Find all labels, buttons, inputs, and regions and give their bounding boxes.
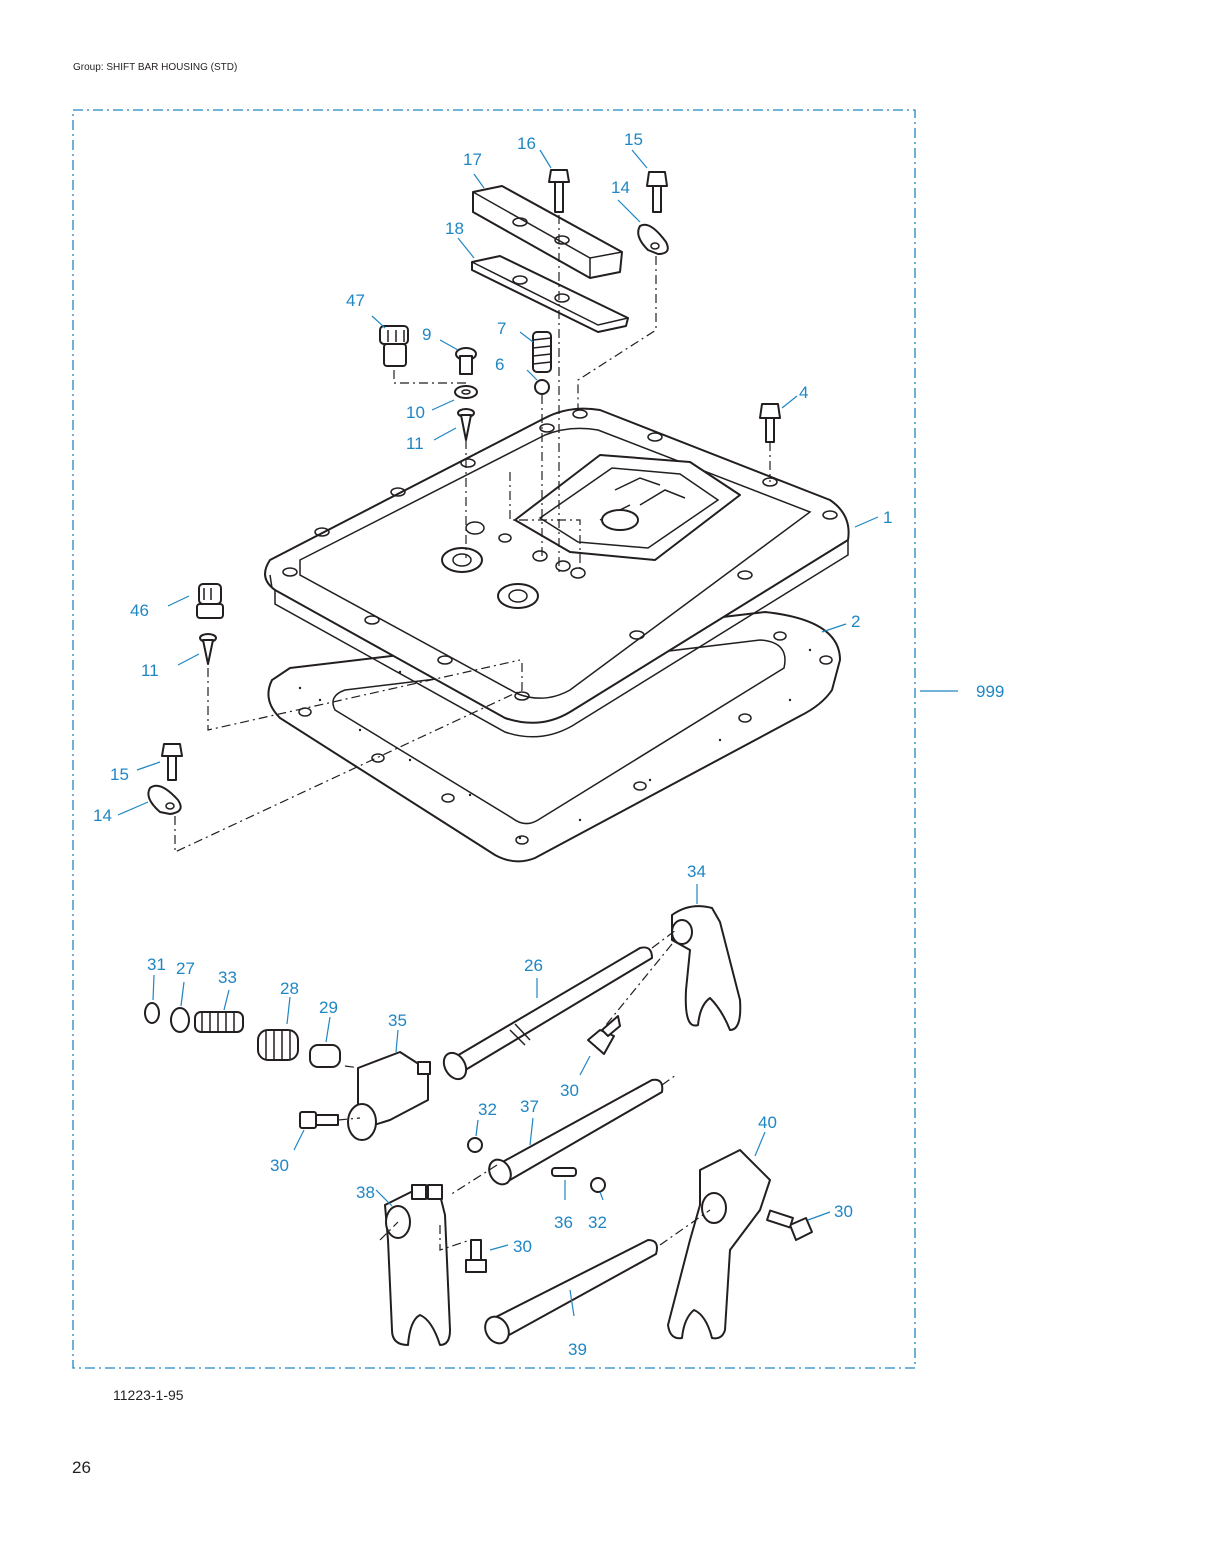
- rail-37-part: [488, 1078, 664, 1186]
- plunger-29-part: [309, 1044, 341, 1068]
- callout-15-top: 15: [624, 130, 643, 149]
- callout-11-top: 11: [406, 434, 424, 453]
- callout-30-upper: 30: [560, 1081, 579, 1100]
- callout-1: 1: [883, 508, 892, 527]
- group-title: Group: SHIFT BAR HOUSING (STD): [73, 62, 238, 73]
- shift-bar-housing-part: [264, 407, 850, 738]
- gasket-part: [267, 610, 842, 863]
- figure-id: 11223-1-95: [113, 1387, 184, 1403]
- bolt-4-part: [759, 403, 781, 443]
- callout-9: 9: [422, 325, 431, 344]
- bolt-15-top-part: [646, 171, 668, 213]
- callout-7: 7: [497, 319, 506, 338]
- page-number: 26: [72, 1458, 91, 1477]
- callout-10: 10: [406, 403, 425, 422]
- assembly-lines-lower: [337, 929, 711, 1251]
- callout-46: 46: [130, 601, 149, 620]
- callout-labels: 1 2 4 6 7 9 10 11 11 14 14 15 15 16 17 1…: [93, 130, 1004, 1359]
- assembly-frame: [72, 109, 916, 1369]
- fork-38-part: [384, 1184, 451, 1346]
- ball-32-right-part: [590, 1177, 606, 1193]
- fork-34-part: [671, 905, 742, 1031]
- callout-35: 35: [388, 1011, 407, 1030]
- callout-40: 40: [758, 1113, 777, 1132]
- ball-32-left-part: [467, 1137, 483, 1153]
- callout-28: 28: [280, 979, 299, 998]
- washer-tab-14-left-part: [147, 784, 182, 815]
- callout-27: 27: [176, 959, 195, 978]
- callout-39: 39: [568, 1340, 587, 1359]
- spring-7-part: [532, 331, 552, 373]
- block-35-part: [347, 1051, 431, 1141]
- pin-11-left-part: [199, 633, 217, 665]
- washer-tab-14-top-part: [637, 223, 669, 255]
- bolt-30-mid-part: [465, 1239, 487, 1273]
- callout-32-right: 32: [588, 1213, 607, 1232]
- callout-32-left: 32: [478, 1100, 497, 1119]
- callout-30-left: 30: [270, 1156, 289, 1175]
- pin-11-top-part: [457, 408, 475, 441]
- ball-6-part: [534, 379, 550, 395]
- callout-26: 26: [524, 956, 543, 975]
- callout-6: 6: [495, 355, 504, 374]
- callout-31: 31: [147, 955, 166, 974]
- callout-14-left: 14: [93, 806, 112, 825]
- breather-47-part: [379, 325, 409, 367]
- bolt-30-upper-part: [587, 1015, 621, 1055]
- callout-17: 17: [463, 150, 482, 169]
- shim-18-part: [471, 255, 629, 333]
- callout-29: 29: [319, 998, 338, 1017]
- bolt-15-left-part: [161, 743, 183, 781]
- callout-4: 4: [799, 383, 808, 402]
- callout-38: 38: [356, 1183, 375, 1202]
- callout-34: 34: [687, 862, 706, 881]
- callout-14-top: 14: [611, 178, 630, 197]
- callout-37: 37: [520, 1097, 539, 1116]
- spring-28-part: [257, 1029, 299, 1061]
- fork-40-part: [667, 1149, 771, 1340]
- callout-11-left: 11: [141, 661, 159, 680]
- callout-47: 47: [346, 291, 365, 310]
- callout-15-left: 15: [110, 765, 129, 784]
- breather-46-part: [196, 583, 224, 619]
- callout-36: 36: [554, 1213, 573, 1232]
- washer-10-part: [454, 385, 478, 399]
- callout-2: 2: [851, 612, 860, 631]
- plug-9-part: [455, 347, 477, 375]
- plate-17-part: [472, 185, 623, 279]
- callout-16: 16: [517, 134, 536, 153]
- spring-and-washers-31-33-part: [144, 1002, 244, 1033]
- callout-leaders: [117, 149, 958, 1317]
- bolt-30-right-part: [766, 1209, 813, 1241]
- callout-33: 33: [218, 968, 237, 987]
- bolt-16-part: [548, 169, 570, 213]
- callout-999: 999: [976, 682, 1004, 701]
- callout-30-right: 30: [834, 1202, 853, 1221]
- bolt-30-left-part: [299, 1111, 339, 1129]
- assembly-lines: [174, 215, 771, 853]
- callout-30-mid: 30: [513, 1237, 532, 1256]
- callout-18: 18: [445, 219, 464, 238]
- rail-39-part: [484, 1239, 658, 1345]
- rail-26-part: [442, 946, 653, 1081]
- pin-36-part: [551, 1167, 577, 1177]
